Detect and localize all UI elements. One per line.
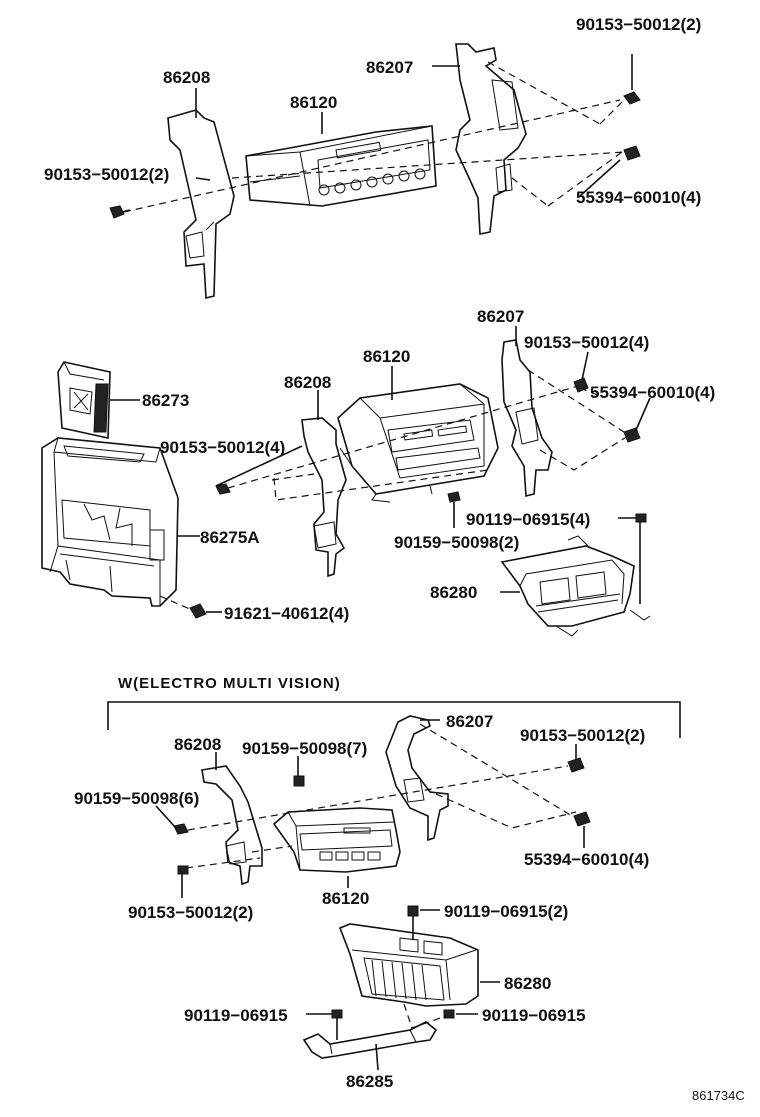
label-90153-50012-mid-right: 90153−50012(4) [524,333,649,352]
amplifier-86280-bottom [338,923,479,1007]
screw-90153-bottom-left [177,865,189,898]
label-86275A: 86275A [200,528,260,547]
label-86280-mid: 86280 [430,583,477,602]
label-86120-top: 86120 [290,93,337,112]
screw-90119-bottom-left [331,1009,343,1040]
ecu-86275A [41,437,179,607]
label-86120-bottom: 86120 [322,889,369,908]
label-90119-06915-bottom-right: 90119−06915 [482,1006,586,1025]
label-55394-60010-mid: 55394−60010(4) [590,383,715,402]
label-90159-50098-mid: 90159−50098(2) [394,533,519,552]
label-86273: 86273 [142,391,189,410]
label-86285: 86285 [346,1072,393,1091]
top-assembly [109,43,641,300]
label-90153-50012-top-right: 90153−50012(2) [576,15,701,34]
bracket-86207-mid [501,339,553,498]
label-86120-mid: 86120 [363,347,410,366]
label-86208-mid: 86208 [284,373,331,392]
label-90119-06915-bottom-2: 90119−06915(2) [444,902,568,921]
screw-90153-bottom-right [567,744,585,773]
screw-90159-mid [447,491,461,528]
label-90153-50012-bottom-left: 90153−50012(2) [128,903,253,922]
screw-90153-mid-right [573,377,589,393]
label-55394-60010-bottom: 55394−60010(4) [524,850,649,869]
label-55394-60010-top: 55394−60010(4) [576,188,701,207]
section-header: W(ELECTRO MULTI VISION) [118,675,341,692]
label-90159-50098-bottom-6: 90159−50098(6) [74,789,199,808]
screw-90159-bottom-7 [293,756,305,787]
screw-90119-mid [618,513,647,604]
label-91621-40612: 91621−40612(4) [224,604,349,623]
diagram-code: 861734C [692,1088,745,1103]
bracket-86208-mid [301,417,347,578]
screw-90153-top-left [109,205,131,219]
radio-86120-mid [337,383,499,503]
label-86208-top: 86208 [163,68,210,87]
label-86280-bottom: 86280 [504,974,551,993]
bracket-86208-top [167,109,235,300]
label-90153-50012-bottom-right: 90153−50012(2) [520,726,645,745]
label-86207-mid: 86207 [477,307,524,326]
screw-90159-bottom-6 [173,823,189,835]
bottom-assembly [107,701,681,1071]
nut-55394-top [623,145,641,161]
screw-90153-mid-left [215,483,231,495]
nut-55394-bottom [573,811,591,848]
bracket-86285 [302,1021,438,1059]
screw-90119-bottom-2 [407,905,419,940]
middle-assembly [41,326,651,637]
ecu-86273 [57,361,111,439]
label-90153-50012-mid-left: 90153−50012(4) [160,438,285,457]
label-86208-bottom: 86208 [174,735,221,754]
label-86207-bottom: 86207 [446,712,493,731]
screw-90153-top-right [623,54,641,105]
bracket-86208-bottom [201,765,263,886]
screw-91621 [189,603,207,619]
amplifier-86280-mid [500,535,651,637]
label-86207-top: 86207 [366,58,413,77]
label-90153-50012-top-left: 90153−50012(2) [44,165,169,184]
bracket-86207-top [455,43,527,235]
part-labels: 90153−50012(2) 86207 86208 86120 90153−5… [44,15,745,1103]
screw-90119-bottom-right [443,1009,455,1019]
label-90119-06915-bottom-left: 90119−06915 [184,1006,288,1025]
nut-55394-mid [623,427,641,443]
label-90119-06915-mid: 90119−06915(4) [466,510,590,529]
radio-86120-top [245,125,437,207]
label-90159-50098-bottom-7: 90159−50098(7) [242,739,367,758]
radio-86120-bottom [272,807,401,873]
